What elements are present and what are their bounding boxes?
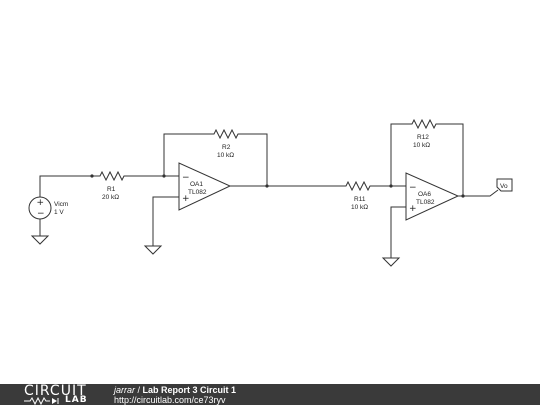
breadcrumb-separator: /: [135, 385, 143, 395]
svg-text:+: +: [37, 198, 45, 208]
r1-value: 20 kΩ: [102, 194, 119, 201]
author-link[interactable]: jarrar: [114, 385, 136, 395]
output-label: Vo: [500, 183, 508, 190]
circuit-url[interactable]: http://circuitlab.com/ce73ryv: [114, 395, 226, 405]
junction-dot: [90, 174, 94, 178]
ground-symbol: [381, 257, 401, 267]
r11-name: R11: [354, 196, 366, 203]
resistor-r12[interactable]: [390, 118, 464, 196]
oa6-name: OA6: [418, 191, 431, 198]
resistor-r1[interactable]: [92, 170, 164, 182]
logo-text-lab: LAB: [65, 395, 88, 405]
breadcrumb: jarrar / Lab Report 3 Circuit 1: [114, 385, 236, 395]
r1-name: R1: [107, 186, 116, 193]
ground-symbol: [143, 245, 163, 255]
junction-dot: [265, 184, 269, 188]
logo-resistor-icon: [24, 397, 59, 405]
r2-name: R2: [222, 144, 231, 151]
circuit-title[interactable]: Lab Report 3 Circuit 1: [142, 385, 237, 395]
r11-value: 10 kΩ: [351, 204, 368, 211]
footer-bar: CIRCUIT LAB jarrar / Lab Report 3 Circui…: [0, 384, 540, 405]
circuitlab-logo[interactable]: CIRCUIT LAB: [24, 384, 104, 405]
voltage-source-vicm[interactable]: + −: [28, 175, 92, 236]
svg-text:−: −: [182, 173, 190, 183]
opamp-oa1[interactable]: − +: [152, 162, 267, 246]
resistor-r2[interactable]: [163, 128, 268, 186]
output-node-vo[interactable]: [458, 178, 513, 197]
svg-text:−: −: [37, 209, 45, 219]
vicm-name: Vicm: [54, 201, 68, 208]
vicm-value: 1 V: [54, 209, 64, 216]
opamp-oa6[interactable]: − +: [390, 172, 460, 258]
oa1-name: OA1: [190, 181, 203, 188]
r2-value: 10 kΩ: [217, 152, 234, 159]
svg-text:+: +: [182, 194, 190, 204]
svg-text:+: +: [409, 204, 417, 214]
oa1-part: TL082: [188, 189, 207, 196]
oa6-part: TL082: [416, 199, 435, 206]
resistor-r11[interactable]: [267, 180, 391, 192]
svg-text:−: −: [409, 183, 417, 193]
schematic-canvas: + − Vicm 1 V R1 20 kΩ R2 10 kΩ − + OA1 T…: [28, 118, 513, 267]
ground-symbol: [30, 235, 50, 245]
r12-value: 10 kΩ: [413, 142, 430, 149]
r12-name: R12: [417, 134, 429, 141]
logo-text-circuit: CIRCUIT: [24, 383, 87, 399]
junction-dot: [461, 194, 465, 198]
